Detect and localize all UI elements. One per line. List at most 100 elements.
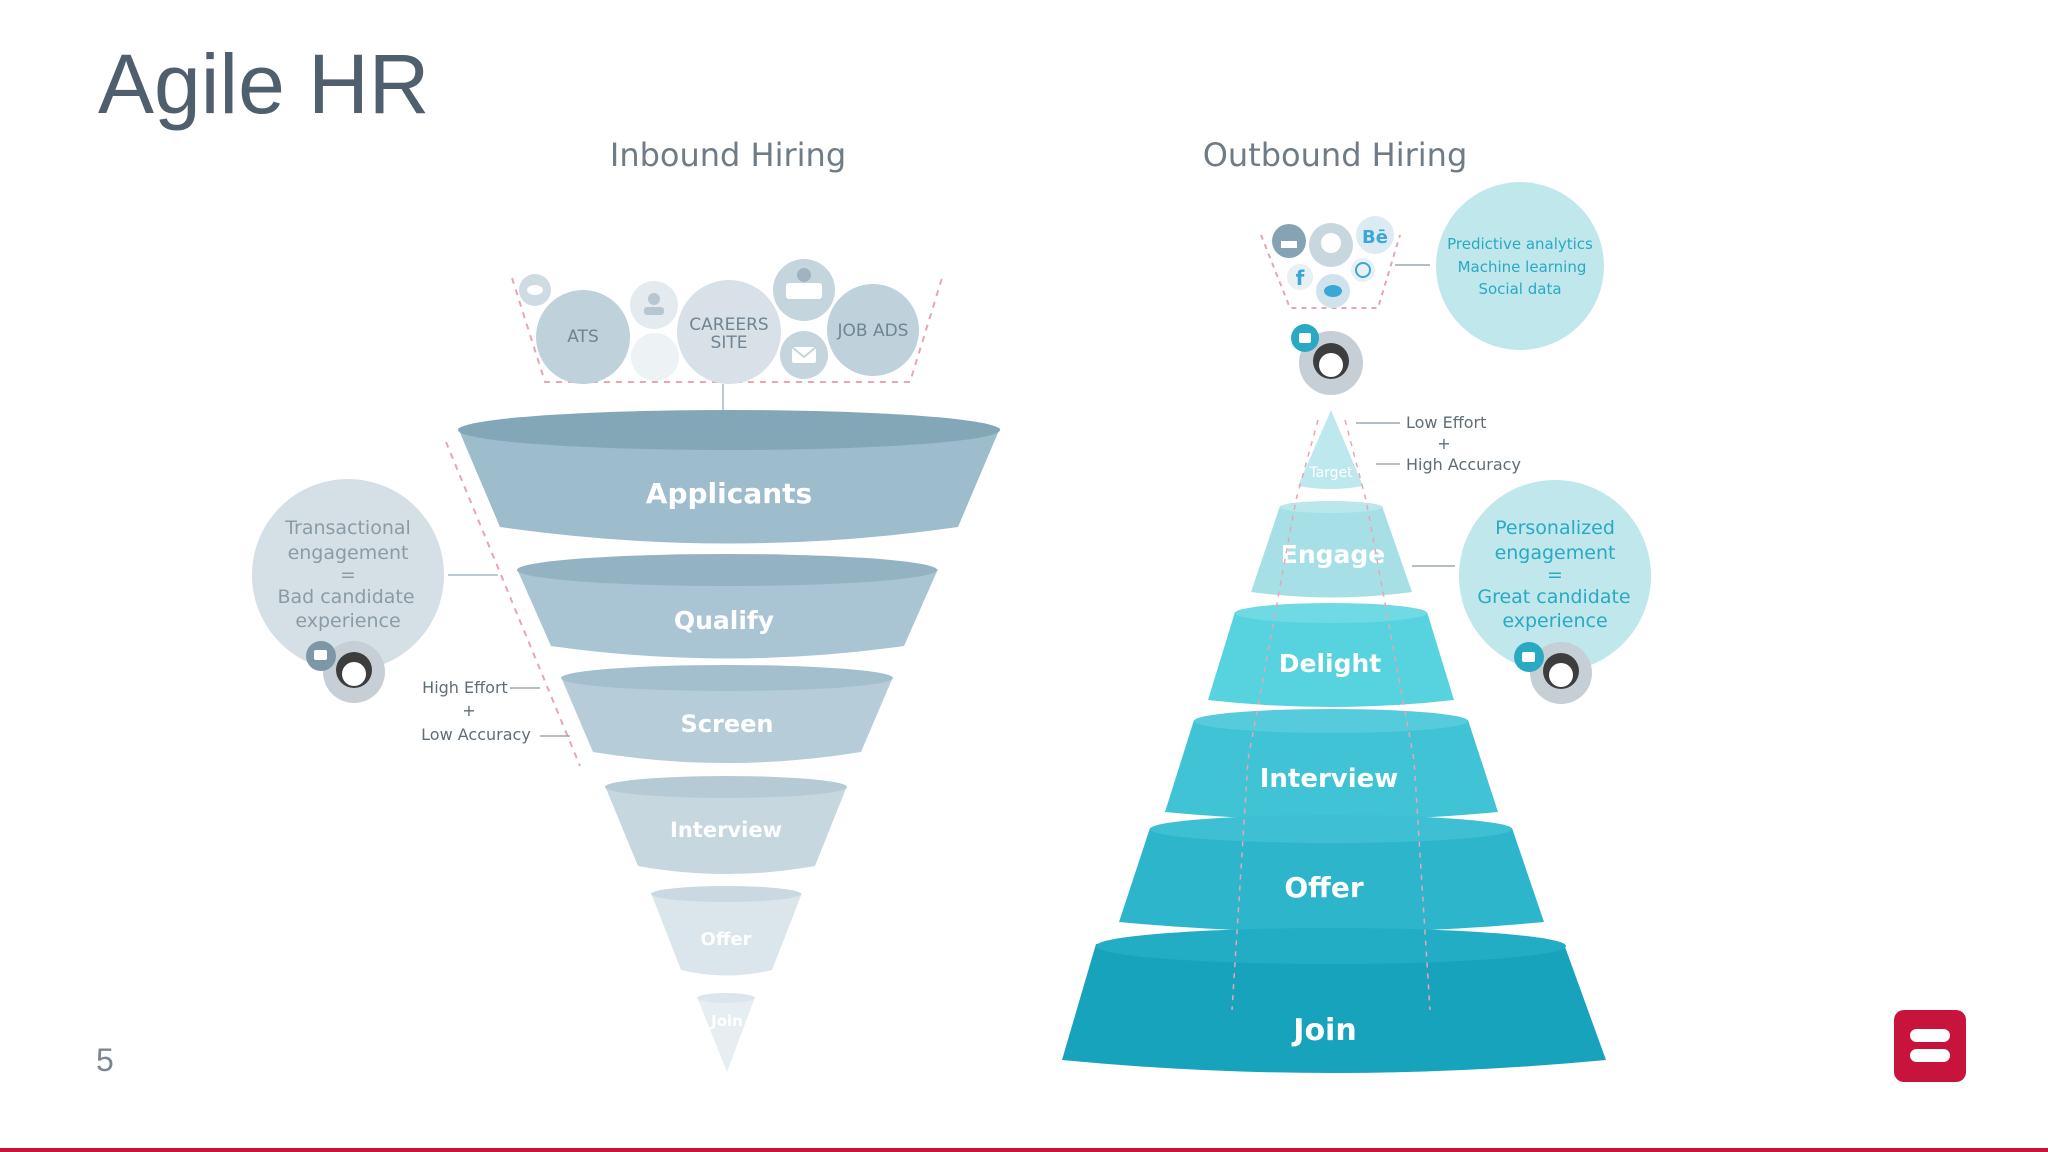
transactional-line-1: Transactional <box>284 517 411 539</box>
transactional-line-3: = <box>340 564 356 586</box>
transactional-line-2: engagement <box>288 542 409 564</box>
funnel-stage-join-top <box>697 993 755 1003</box>
analytics-line-1: Predictive analytics <box>1447 235 1593 253</box>
target-avatar-face <box>1319 353 1343 377</box>
personalized-line-3: = <box>1547 564 1563 586</box>
pyramid-stage-join <box>1062 944 1606 1073</box>
stage-interview-out-label: Interview <box>1260 764 1399 794</box>
happy-candidate-avatar <box>1514 642 1592 704</box>
facebook-icon <box>1287 264 1313 290</box>
thumbs-up-icon-glyph <box>1299 333 1311 343</box>
analytics-bubble: Predictive analytics Machine learning So… <box>1436 182 1604 350</box>
funnel-stage-interview-top <box>605 776 847 798</box>
thumbs-up-icon-2-glyph <box>1522 652 1535 662</box>
funnel-stage-offer-top <box>651 886 801 902</box>
ats-source <box>536 290 630 384</box>
stage-interview-label: Interview <box>670 818 782 842</box>
job-ads-source <box>827 284 919 376</box>
job-ads-label: JOB ADS <box>837 321 909 341</box>
pyramid-stage-engage-top <box>1280 501 1382 513</box>
thumbs-down-icon-glyph <box>314 650 327 660</box>
high-effort-line-3: Low Accuracy <box>421 725 531 744</box>
pyramid-stage-interview-top <box>1194 709 1468 733</box>
target-candidate-avatar <box>1291 324 1363 395</box>
sad-candidate-avatar <box>306 641 385 703</box>
careers-site-source <box>677 280 781 384</box>
brand-logo-bar-top <box>1910 1029 1950 1042</box>
high-effort-line-2: + <box>462 701 475 720</box>
page-number: 5 <box>96 1042 114 1078</box>
low-effort-line-3: High Accuracy <box>1406 455 1521 474</box>
stackoverflow-icon-glyph <box>1281 241 1297 248</box>
pyramid-stage-target <box>1298 410 1363 489</box>
slide-title: Agile HR <box>98 37 430 131</box>
blank-source <box>631 333 679 381</box>
funnel-stage-screen-top <box>561 665 893 691</box>
brand-logo <box>1894 1010 1966 1082</box>
outbound-pyramid: Target Engage Delight Interview Offer Jo… <box>1062 410 1606 1073</box>
funnel-stage-qualify <box>517 569 938 659</box>
stage-offer-label: Offer <box>701 929 752 950</box>
careers-site-label-1: CAREERS <box>689 315 768 335</box>
sad-avatar-face <box>342 662 366 686</box>
personalized-bubble: Personalized engagement = Great candidat… <box>1459 480 1651 672</box>
stage-join-out-label: Join <box>1291 1013 1356 1048</box>
funnel-stage-interview <box>605 786 847 874</box>
behance-icon-label: Bē <box>1362 227 1388 248</box>
low-effort-line-2: + <box>1437 434 1450 453</box>
personalized-line-4: Great candidate <box>1477 586 1630 608</box>
outbound-social-tray <box>1260 234 1401 309</box>
pyramid-stage-join-top <box>1096 928 1566 964</box>
stage-offer-out-label: Offer <box>1284 871 1363 904</box>
funnel-stage-join <box>697 997 755 1072</box>
pyramid-stage-interview <box>1165 720 1498 820</box>
funnel-stage-screen <box>561 677 893 763</box>
transactional-bubble: Transactional engagement = Bad candidate… <box>252 479 444 671</box>
email-icon-flap <box>791 346 817 359</box>
personalized-bubble-circle <box>1459 480 1651 672</box>
bottom-accent-rule <box>0 1148 2048 1152</box>
inbound-funnel: Applicants Qualify Screen Interview Offe… <box>458 410 1000 1072</box>
stage-join-label: Join <box>710 1012 743 1030</box>
pyramid-stage-offer <box>1119 828 1544 932</box>
low-effort-line-1: Low Effort <box>1406 413 1486 432</box>
dribbble-icon-glyph <box>1355 262 1371 278</box>
ats-label: ATS <box>567 327 599 347</box>
stage-screen-label: Screen <box>681 710 774 738</box>
pyramid-stage-offer-top <box>1150 815 1512 843</box>
transactional-line-5: experience <box>295 610 400 632</box>
funnel-stage-applicants <box>458 428 1000 544</box>
inbound-side-dashed-line <box>445 441 581 767</box>
personalized-line-1: Personalized <box>1495 517 1615 539</box>
inbound-heading: Inbound Hiring <box>610 136 846 174</box>
job-board-icon-head <box>797 268 811 282</box>
personalized-line-2: engagement <box>1495 542 1616 564</box>
brand-logo-bar-bottom <box>1910 1049 1950 1062</box>
stage-target-label: Target <box>1308 465 1353 481</box>
chat-icon-bubble <box>527 285 543 295</box>
person-icon-head <box>648 293 660 305</box>
pyramid-stage-delight-top <box>1235 603 1427 623</box>
transactional-line-4: Bad candidate <box>277 586 414 608</box>
inbound-sources: ATS CAREERS SITE JOB ADS <box>519 259 919 384</box>
personalized-line-5: experience <box>1502 610 1607 632</box>
transactional-bubble-circle <box>252 479 444 671</box>
pyramid-stage-delight <box>1208 612 1454 707</box>
github-icon-glyph <box>1321 233 1341 253</box>
low-effort-note: Low Effort + High Accuracy <box>1356 413 1521 474</box>
behance-icon <box>1356 216 1394 254</box>
analytics-line-2: Machine learning <box>1458 258 1587 276</box>
twitter-icon-glyph <box>1324 285 1342 297</box>
job-board-icon-sign <box>786 283 822 299</box>
funnel-stage-offer <box>651 893 802 976</box>
social-sources: Bē f <box>1272 216 1394 308</box>
outbound-heading: Outbound Hiring <box>1203 136 1468 174</box>
stage-applicants-label: Applicants <box>646 477 812 510</box>
funnel-stage-applicants-top <box>458 410 1000 450</box>
analytics-line-3: Social data <box>1478 280 1561 298</box>
stage-delight-label: Delight <box>1279 649 1382 678</box>
high-effort-line-1: High Effort <box>422 678 508 697</box>
careers-site-label-2: SITE <box>711 333 748 353</box>
